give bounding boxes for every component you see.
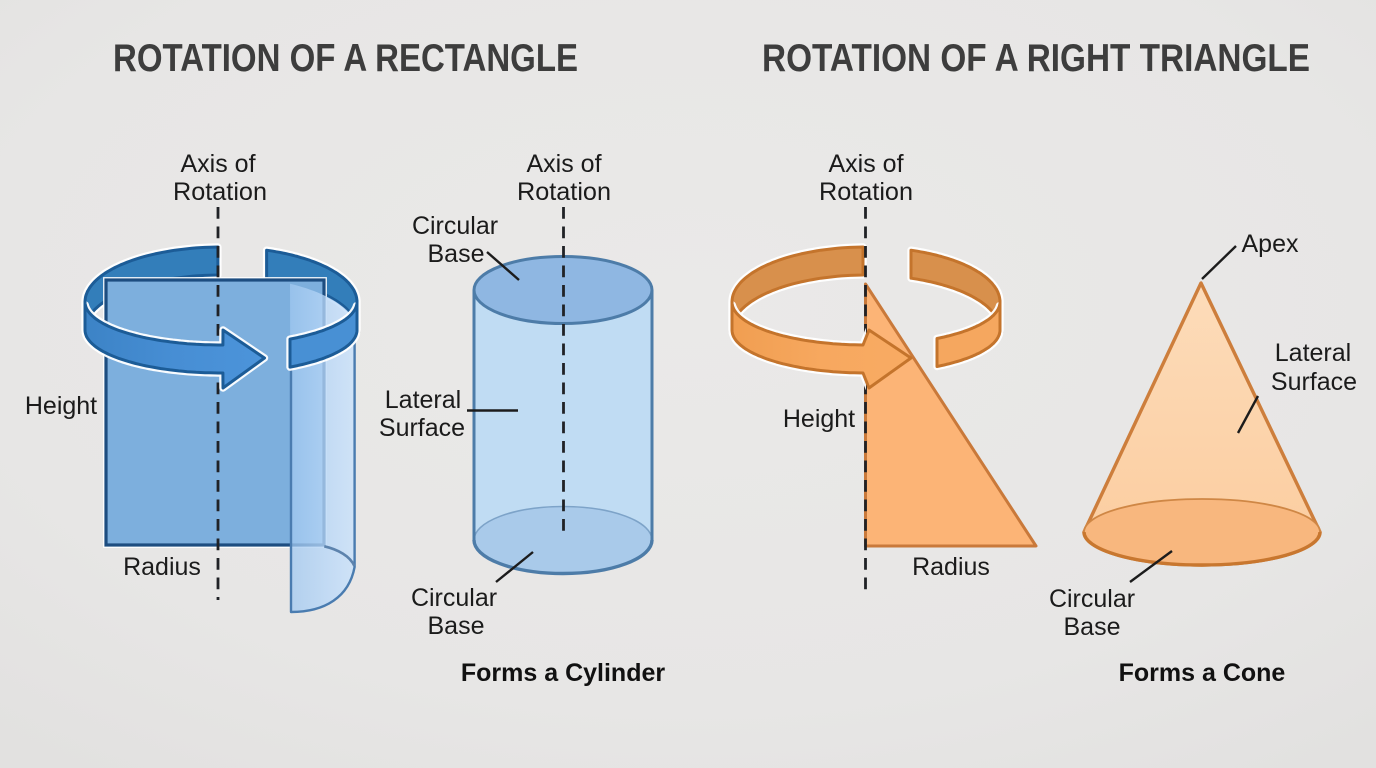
svg-text:ROTATION OF A RIGHT TRIANGLE: ROTATION OF A RIGHT TRIANGLE	[762, 37, 1310, 80]
svg-text:Rotation: Rotation	[819, 178, 913, 206]
svg-text:ROTATION OF A RECTANGLE: ROTATION OF A RECTANGLE	[113, 37, 578, 80]
svg-text:Radius: Radius	[123, 553, 201, 581]
svg-text:Axis of: Axis of	[526, 150, 601, 178]
svg-text:Base: Base	[428, 240, 485, 268]
svg-text:Height: Height	[783, 405, 855, 433]
svg-text:Lateral: Lateral	[1275, 339, 1351, 367]
svg-text:Circular: Circular	[1049, 585, 1135, 613]
svg-text:Rotation: Rotation	[173, 178, 267, 206]
svg-text:Rotation: Rotation	[517, 178, 611, 206]
svg-text:Radius: Radius	[912, 553, 990, 581]
svg-text:Base: Base	[428, 612, 485, 640]
svg-text:Height: Height	[25, 392, 97, 420]
svg-text:Base: Base	[1064, 613, 1121, 641]
svg-text:Circular: Circular	[412, 212, 498, 240]
svg-text:Circular: Circular	[411, 584, 497, 612]
svg-text:Lateral: Lateral	[385, 386, 461, 414]
svg-text:Surface: Surface	[379, 414, 465, 442]
svg-text:Forms a Cone: Forms a Cone	[1119, 659, 1286, 687]
svg-text:Apex: Apex	[1242, 230, 1299, 258]
svg-text:Surface: Surface	[1271, 368, 1357, 396]
svg-text:Axis of: Axis of	[180, 150, 255, 178]
svg-text:Axis of: Axis of	[828, 150, 903, 178]
svg-text:Forms a Cylinder: Forms a Cylinder	[461, 659, 665, 687]
